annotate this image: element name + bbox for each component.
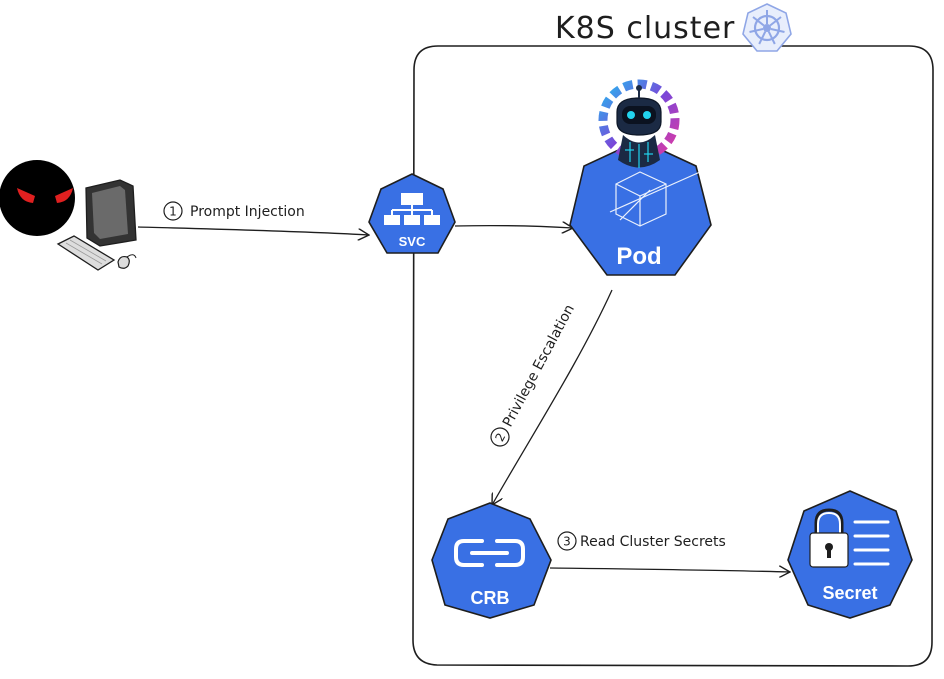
pod-label: Pod: [616, 243, 661, 270]
edge-number: 2: [492, 431, 508, 444]
crb-node[interactable]: CRB: [431, 502, 552, 619]
attacker: [0, 160, 137, 271]
cluster-boundary: [412, 45, 934, 667]
edge-number: 3: [563, 535, 571, 549]
attacker-face-icon: [0, 160, 75, 236]
crb-label: CRB: [471, 588, 510, 608]
svc-node[interactable]: SVC: [368, 173, 456, 254]
pod-node[interactable]: Pod: [569, 139, 712, 276]
cube-sketch-icon: [609, 171, 701, 227]
edge-label: Prompt Injection: [190, 204, 305, 220]
edge-label: Privilege Escalation: [500, 302, 578, 430]
edge-number: 1: [169, 205, 177, 219]
lock-document-icon: [809, 508, 890, 568]
edge-number-circle: [163, 201, 183, 221]
link-icon: [454, 539, 525, 567]
ai-robot-icon: [598, 79, 680, 168]
edge-number-circle: [557, 531, 577, 551]
edge-svc-to-pod: [454, 226, 573, 228]
edge-prompt-injection: 1 Prompt Injection: [137, 201, 369, 235]
svc-label: SVC: [399, 234, 426, 249]
secret-node[interactable]: Secret: [787, 490, 913, 619]
edge-number-circle: [490, 427, 510, 447]
computer-icon: [56, 179, 137, 271]
edge-read-secrets: 3 Read Cluster Secrets: [549, 531, 790, 572]
edge-label: Read Cluster Secrets: [580, 534, 726, 550]
edge-privilege-escalation: 2 Privilege Escalation: [490, 289, 613, 505]
secret-label: Secret: [822, 583, 877, 603]
network-hierarchy-icon: [384, 193, 440, 225]
kubernetes-helm-icon: [742, 3, 792, 52]
cluster-title: K8S cluster: [555, 11, 735, 46]
